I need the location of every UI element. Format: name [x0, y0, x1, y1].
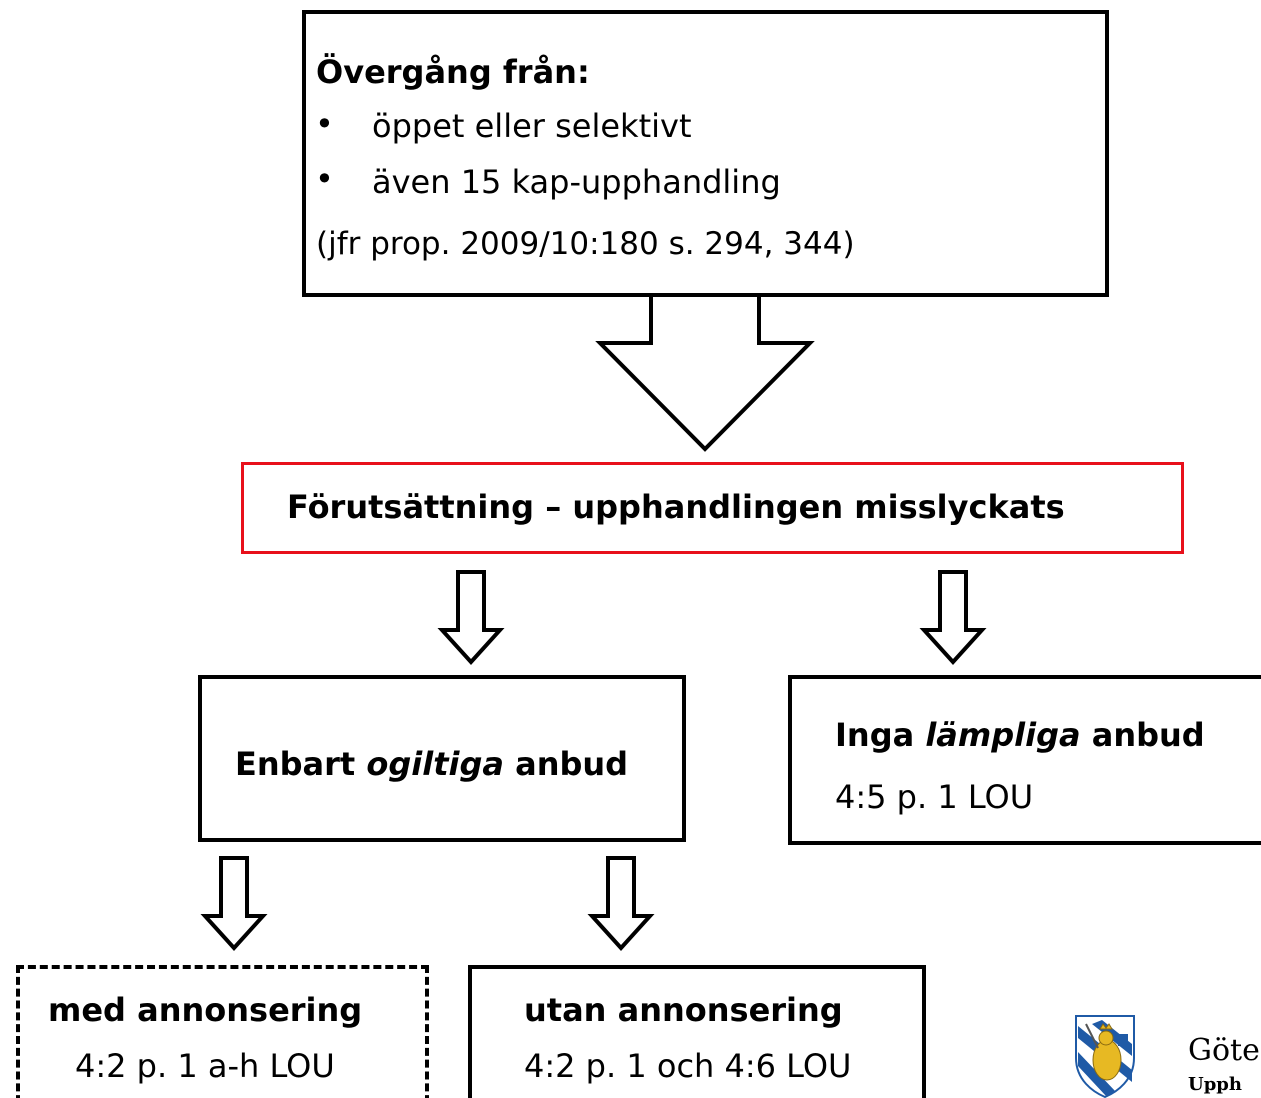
invalid-bids-prefix: Enbart [235, 745, 367, 783]
without-ad-reference: 4:2 p. 1 och 4:6 LOU [524, 1047, 852, 1085]
transition-heading: Övergång från: [316, 53, 590, 91]
city-logo: Göte Upph [1072, 1012, 1261, 1098]
invalid-bids-suffix: anbud [503, 745, 629, 783]
bullet-dot-2: • [315, 160, 334, 198]
with-ad-reference: 4:2 p. 1 a-h LOU [75, 1047, 335, 1085]
unsuitable-bids-prefix: Inga [835, 716, 926, 754]
arrow-to-left-box [437, 570, 505, 665]
condition-label: Förutsättning – upphandlingen misslyckat… [287, 488, 1065, 526]
logo-text-line2: Upph [1188, 1074, 1242, 1095]
transition-bullet-2: även 15 kap-upphandling [372, 163, 781, 201]
unsuitable-bids-reference: 4:5 p. 1 LOU [835, 778, 1034, 816]
transition-note: (jfr prop. 2009/10:180 s. 294, 344) [316, 226, 855, 262]
big-down-arrow [595, 293, 815, 452]
unsuitable-bids-box [788, 675, 1261, 845]
without-ad-box [468, 965, 926, 1098]
unsuitable-bids-emph: lämpliga [925, 716, 1081, 754]
unsuitable-bids-label: Inga lämpliga anbud [835, 719, 1205, 751]
condition-box [241, 462, 1184, 554]
with-ad-box [16, 965, 429, 1098]
arrow-to-right-box [919, 570, 987, 665]
invalid-bids-box [198, 675, 686, 842]
with-ad-title: med annonsering [48, 991, 363, 1029]
invalid-bids-emph: ogiltiga [366, 745, 504, 783]
logo-text-line1: Göte [1188, 1033, 1260, 1068]
transition-bullet-1: öppet eller selektivt [372, 107, 692, 145]
invalid-bids-label: Enbart ogiltiga anbud [235, 748, 628, 780]
arrow-to-with-ad-box [200, 856, 268, 951]
transition-box [302, 10, 1109, 297]
coat-of-arms-icon [1075, 1015, 1135, 1098]
unsuitable-bids-suffix: anbud [1080, 716, 1205, 754]
bullet-dot-1: • [315, 105, 334, 143]
arrow-to-without-ad-box [587, 856, 655, 951]
without-ad-title: utan annonsering [524, 991, 843, 1029]
